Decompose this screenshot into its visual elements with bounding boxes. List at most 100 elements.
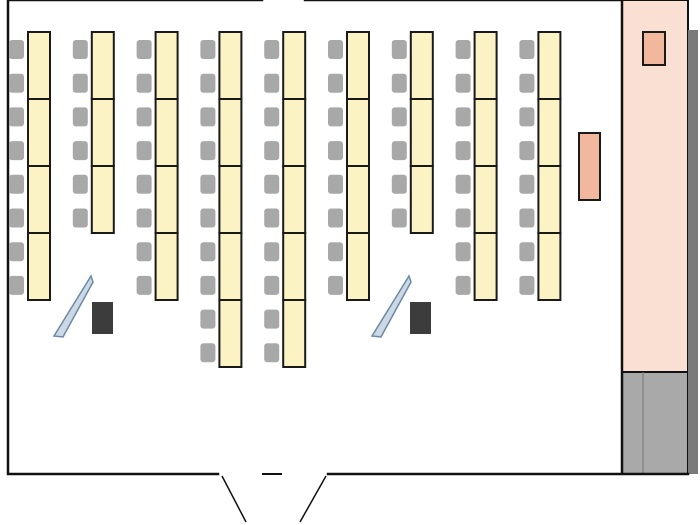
- chair-icon: [72, 73, 88, 93]
- seating-area: [9, 31, 562, 368]
- desk-column: [328, 31, 370, 301]
- door-icon[interactable]: [221, 473, 327, 523]
- desk-icon: [473, 165, 498, 234]
- chair-icon: [264, 208, 280, 228]
- chair-icon: [328, 141, 343, 161]
- exterior-wall-strip: [688, 30, 698, 474]
- chair-icon: [136, 242, 152, 262]
- chair-icon: [136, 208, 152, 228]
- chair-icon: [519, 141, 535, 161]
- chair-icon: [200, 208, 216, 228]
- av-equipment: [52, 274, 431, 338]
- chair-icon: [264, 174, 280, 194]
- desk-icon: [154, 98, 179, 167]
- desk-icon: [346, 31, 370, 100]
- desk-column: [455, 31, 498, 301]
- chair-icon: [328, 73, 343, 93]
- chair-icon: [391, 208, 407, 228]
- desk-icon: [473, 98, 498, 167]
- chair-icon: [9, 208, 24, 228]
- desk-column: [9, 31, 51, 301]
- chair-icon: [391, 141, 407, 161]
- chair-icon: [136, 107, 152, 127]
- desk-icon: [27, 98, 51, 167]
- chair-icon: [200, 141, 216, 161]
- desk-column: [391, 31, 434, 234]
- chair-icon: [264, 73, 280, 93]
- chair-icon: [328, 174, 343, 194]
- desk-icon: [218, 31, 243, 100]
- chair-icon: [328, 40, 343, 59]
- chair-icon: [136, 174, 152, 194]
- desk-icon: [218, 98, 243, 167]
- chair-icon: [9, 174, 24, 194]
- chair-icon: [455, 40, 471, 59]
- desk-column: [264, 31, 307, 368]
- chair-icon: [264, 275, 280, 295]
- desk-icon: [537, 165, 562, 234]
- chair-icon: [72, 141, 88, 161]
- desk-column: [72, 31, 115, 234]
- door-leaf: [299, 475, 327, 523]
- desk-icon: [473, 232, 498, 301]
- projection-screen-icon: [370, 274, 412, 338]
- desk-icon: [537, 31, 562, 100]
- desk-icon: [473, 31, 498, 100]
- chair-icon: [328, 242, 343, 262]
- chair-icon: [200, 343, 216, 363]
- chair-icon: [519, 275, 535, 295]
- chair-icon: [328, 208, 343, 228]
- desk-icon: [537, 232, 562, 301]
- chair-icon: [200, 309, 216, 329]
- desk-icon: [27, 165, 51, 234]
- chair-icon: [264, 40, 280, 59]
- chair-icon: [455, 242, 471, 262]
- chair-icon: [72, 174, 88, 194]
- chair-icon: [455, 275, 471, 295]
- chair-icon: [200, 275, 216, 295]
- chair-icon: [200, 73, 216, 93]
- chair-icon: [72, 208, 88, 228]
- desk-icon: [282, 232, 307, 301]
- desk-icon: [218, 299, 243, 368]
- desk-icon: [282, 98, 307, 167]
- desk-column: [200, 31, 243, 368]
- desk-icon: [27, 232, 51, 301]
- chair-icon: [391, 73, 407, 93]
- chair-icon: [519, 40, 535, 59]
- chair-icon: [200, 242, 216, 262]
- chair-icon: [264, 107, 280, 127]
- chair-icon: [391, 40, 407, 59]
- desk-icon: [218, 165, 243, 234]
- desk-icon: [27, 31, 51, 100]
- desk-column: [519, 31, 562, 301]
- room-walls: [6, 0, 690, 476]
- chair-icon: [519, 242, 535, 262]
- chair-icon: [264, 343, 280, 363]
- door-leaf: [221, 475, 247, 523]
- chair-icon: [72, 107, 88, 127]
- chair-icon: [455, 73, 471, 93]
- desk-column: [136, 31, 179, 301]
- desk-icon: [409, 31, 434, 100]
- desk-icon: [154, 31, 179, 100]
- desk-icon: [409, 165, 434, 234]
- chair-icon: [455, 208, 471, 228]
- chair-icon: [136, 40, 152, 59]
- chair-icon: [200, 174, 216, 194]
- chair-icon: [9, 107, 24, 127]
- projector-icon: [410, 302, 431, 334]
- desk-icon: [90, 98, 115, 167]
- chair-icon: [519, 174, 535, 194]
- chair-icon: [9, 141, 24, 161]
- chair-icon: [9, 242, 24, 262]
- desk-icon: [346, 98, 370, 167]
- chair-icon: [519, 73, 535, 93]
- chair-icon: [455, 141, 471, 161]
- podium-icon: [578, 132, 601, 201]
- desk-icon: [218, 232, 243, 301]
- chair-icon: [264, 309, 280, 329]
- projection-screen-icon: [52, 274, 94, 338]
- projector-icon: [92, 302, 113, 334]
